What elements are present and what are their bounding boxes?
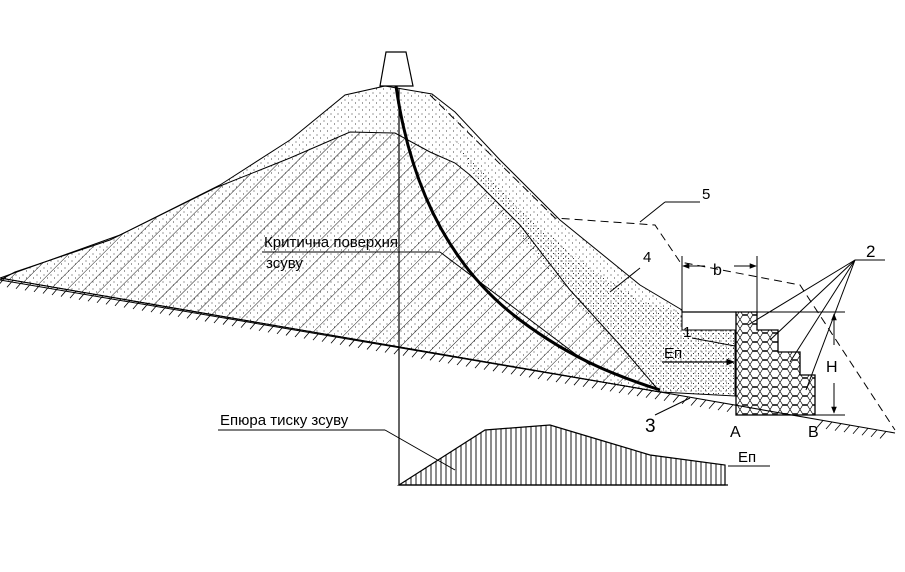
ground-tick: [699, 399, 707, 408]
landslide-body-hatched: [0, 131, 662, 393]
critical-surface-label: Критична поверхня: [264, 234, 398, 251]
ground-tick: [645, 390, 653, 398]
gabion-retaining-wall: [735, 311, 816, 416]
ground-tick: [582, 379, 590, 387]
ground-tick: [519, 368, 527, 377]
ground-tick: [492, 363, 500, 372]
dimension-b: [681, 256, 758, 312]
critical-surface-label-2: зсуву: [266, 255, 303, 272]
dashed-design-profile: [429, 94, 896, 431]
ground-tick: [672, 395, 680, 403]
ground-tick: [834, 423, 842, 431]
label-2: 2: [866, 242, 875, 261]
ground-tick: [726, 404, 734, 412]
en-lower-label: Еп: [738, 449, 756, 466]
ground-tick: [690, 398, 698, 406]
ground-tick: [825, 421, 833, 430]
ground-tick: [447, 356, 455, 364]
ground-tick: [438, 354, 446, 363]
ground-tick: [654, 391, 662, 400]
ground-tick: [870, 429, 878, 438]
ground-tick: [537, 371, 545, 380]
dim-b-label: b: [713, 262, 722, 279]
ground-tick: [609, 384, 617, 392]
ground-tick: [717, 402, 725, 411]
ground-tick: [627, 387, 635, 395]
critical-sliding-surface: [394, 85, 661, 392]
ground-tick: [483, 362, 491, 370]
label-5: 5: [702, 186, 710, 203]
ground-tick: [861, 428, 869, 436]
ground-tick: [636, 388, 644, 397]
ground-tick: [555, 374, 563, 383]
crest-block: [379, 51, 414, 87]
ground-tick: [420, 351, 428, 360]
point-a-label: A: [730, 424, 741, 441]
ground-tick: [618, 385, 626, 394]
ground-tick: [591, 381, 599, 389]
point-b-label: B: [808, 424, 819, 441]
label-1: 1: [683, 324, 691, 341]
ground-tick: [510, 367, 518, 375]
dim-h-label: H: [826, 359, 838, 376]
ground-tick: [852, 426, 860, 434]
ground-tick: [600, 382, 608, 391]
ground-tick: [816, 420, 824, 428]
dimension-h: [757, 311, 845, 416]
ground-tick: [663, 393, 671, 402]
pressure-diagram-label: Епюра тиску зсуву: [220, 412, 349, 429]
ground-tick: [708, 401, 716, 409]
ground-tick: [402, 348, 410, 356]
ground-tick: [384, 345, 392, 353]
ground-tick: [501, 365, 509, 374]
leader-lines: [218, 201, 885, 471]
ground-tick: [429, 353, 437, 361]
ground-tick: [474, 360, 482, 369]
dense-dotted-zone: [455, 140, 735, 396]
pressure-diagram: [396, 424, 726, 486]
ground-tick: [546, 373, 554, 381]
ground-tick: [573, 377, 581, 386]
ground-tick: [465, 359, 473, 367]
backfill-top: [681, 310, 736, 313]
ground-tick: [411, 349, 419, 358]
en-upper-label: Еп: [664, 345, 682, 362]
ground-tick: [528, 370, 536, 378]
ground-tick: [456, 357, 464, 366]
ground-tick: [879, 431, 887, 439]
label-3: 3: [645, 416, 656, 437]
label-4: 4: [643, 249, 651, 266]
ground-tick: [564, 376, 572, 384]
ground-tick: [843, 424, 851, 433]
